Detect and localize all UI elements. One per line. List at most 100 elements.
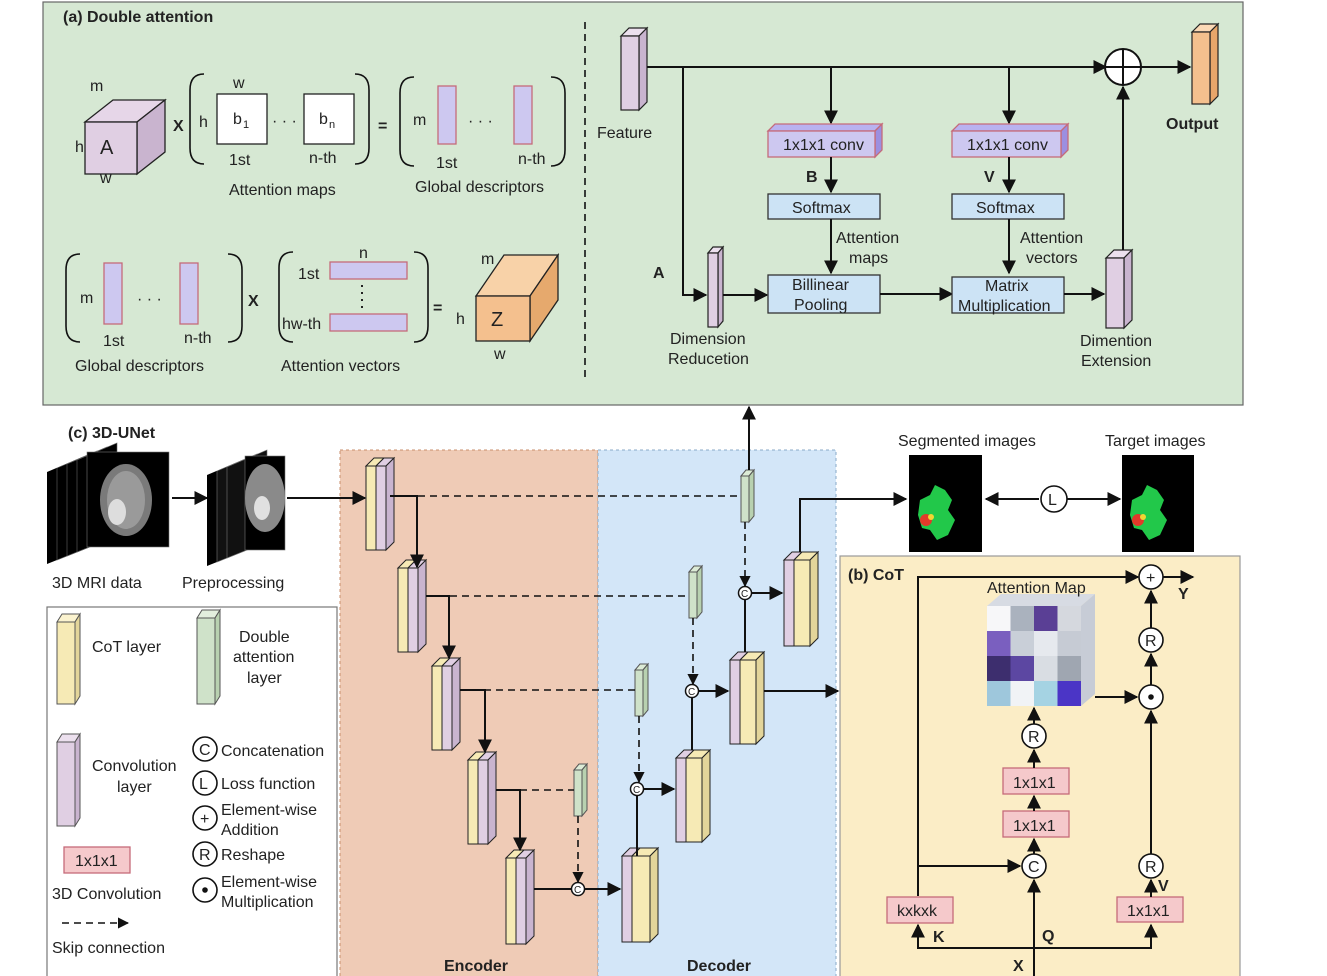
concat-node-3-label: C	[633, 785, 640, 796]
equation-2: m · · · 1st n-th Global descriptors X n …	[65, 245, 560, 375]
eq1-gd-first: 1st	[436, 155, 458, 172]
softmax-b-label: Softmax	[792, 200, 851, 217]
eq1-times: X	[173, 118, 184, 135]
eq2-equals: =	[433, 300, 442, 317]
v-label: V	[1158, 878, 1169, 895]
eq2-gd-m: m	[80, 290, 93, 307]
bilinear-label-2: Pooling	[794, 297, 847, 314]
legend-conv-label-1: Convolution	[92, 758, 177, 775]
conv-v-box: 1x1x1 conv	[950, 122, 1070, 159]
legend-plus-label-2: Addition	[221, 822, 279, 839]
eq2-global-descriptor-1	[103, 262, 123, 325]
attention-maps-flow-1: Attention	[836, 230, 899, 247]
legend-cot-label: CoT layer	[92, 639, 162, 656]
legend-plus-sym: +	[200, 811, 209, 828]
mri-data-stack	[47, 442, 170, 564]
legend-conv3d-box-label: 1x1x1	[75, 853, 118, 870]
legend-skip-label: Skip connection	[52, 940, 165, 957]
softmax-b-box	[767, 193, 881, 220]
eq1-gd-label: Global descriptors	[415, 179, 544, 196]
decoder-block-1	[620, 846, 660, 944]
attention-map-b1	[216, 93, 268, 145]
eq1-att-bracket-left	[189, 73, 205, 165]
cube-a-m-label: m	[90, 78, 103, 95]
softmax-v-box	[951, 193, 1065, 220]
legend-double-label-1: Double	[239, 629, 290, 646]
cube-z-h-label: h	[456, 311, 465, 328]
double-attention-layer-4	[572, 762, 589, 818]
bilinear-label-1: Billinear	[792, 277, 850, 294]
dimension-extension-prism	[1104, 248, 1134, 330]
eq1-att-nth: n-th	[309, 150, 337, 167]
legend-dot-label-1: Element-wise	[221, 874, 317, 891]
encoder-label: Encoder	[444, 958, 508, 975]
eq1-gd-dots: · · ·	[468, 113, 493, 130]
decoder-block-2	[674, 748, 712, 844]
panel-b-title: (b) CoT	[848, 567, 904, 584]
decoder-block-4	[782, 550, 820, 648]
eq1-global-descriptor-1	[437, 85, 457, 145]
decoder-block-3	[728, 650, 766, 746]
legend-double-label-3: layer	[247, 670, 282, 687]
legend-l-label: Loss function	[221, 776, 315, 793]
output-prism	[1190, 22, 1220, 106]
double-attention-layer-3	[633, 662, 650, 718]
softmax-v-label: Softmax	[976, 200, 1035, 217]
eq2-gd-label: Global descriptors	[75, 358, 204, 375]
dimext-label-1: Dimention	[1080, 333, 1152, 350]
panel-a-double-attention: (a) Double attention m h w A X h w b 1 ·…	[42, 1, 1244, 406]
eq1-gd-m: m	[413, 112, 426, 129]
eq1-equals: =	[378, 118, 387, 135]
eq2-gd-dots: · · ·	[137, 291, 162, 308]
bilinear-pooling-box	[767, 274, 881, 314]
concat-node-4: C	[570, 881, 586, 897]
matrix-label-1: Matrix	[985, 278, 1029, 295]
eq2-av-label: Attention vectors	[281, 358, 400, 375]
eq2-av-bracket-left	[278, 251, 294, 343]
loss-node: L	[1040, 485, 1068, 513]
eq2-av-bracket-right	[413, 251, 429, 343]
attention-maps-label: Attention maps	[229, 182, 336, 199]
legend-r-symbol	[192, 841, 218, 867]
conv-b-box: 1x1x1 conv	[766, 122, 884, 159]
panel-a-title: (a) Double attention	[63, 9, 213, 26]
cot-conv-1-label: 1x1x1	[1013, 775, 1056, 792]
attention-map-bn	[303, 93, 355, 145]
cot-mult-center	[1148, 694, 1154, 700]
dimred-label-2: Reducetion	[668, 351, 749, 368]
attention-vector-first	[329, 261, 408, 280]
feature-cube-z	[474, 252, 560, 344]
decoder-label: Decoder	[687, 958, 751, 975]
equation-1: m h w A X h w b 1 · · · b n 1st n-th Att…	[75, 73, 566, 199]
attention-vector-last	[329, 313, 408, 332]
flow-v-label: V	[984, 169, 995, 186]
encoder-down-arrow-2	[426, 595, 456, 660]
conv-b-label: 1x1x1 conv	[783, 137, 864, 154]
segmented-image	[909, 455, 982, 552]
cot-reshape-v-label: R	[1145, 859, 1157, 876]
attention-map-cube	[987, 594, 1095, 706]
output-label: Output	[1166, 116, 1219, 133]
cot-conv-2-label: 1x1x1	[1013, 818, 1056, 835]
x-to-conv-v-arrow	[1034, 923, 1158, 949]
flow-b-label: B	[806, 169, 818, 186]
concat-node-3: C	[629, 781, 645, 797]
cot-block-diagram: Attention Map + Y R R V 1x1x1 R 1x1x1	[886, 564, 1195, 976]
double-attention-layer-2	[687, 564, 704, 620]
cot-conv-1-box	[1002, 767, 1070, 795]
eq2-av-n: n	[359, 245, 368, 262]
eq1-att-h: h	[199, 114, 208, 131]
encoder-block-1	[364, 456, 396, 552]
encoder-block-2	[396, 558, 428, 654]
legend-c-sym: C	[199, 742, 211, 759]
dimred-label-1: Dimension	[670, 331, 746, 348]
eq1-gd-bracket-left	[399, 76, 415, 167]
eq2-times: X	[248, 293, 259, 310]
cot-concat-node-label: C	[1028, 859, 1040, 876]
feature-label: Feature	[597, 125, 652, 142]
eq1-att-bracket-right	[354, 73, 370, 165]
legend-l-symbol	[192, 770, 218, 796]
attention-vectors-flow-1: Attention	[1020, 230, 1083, 247]
attention-map-label: Attention Map	[987, 580, 1086, 597]
cot-kxkxk-box	[886, 896, 954, 924]
